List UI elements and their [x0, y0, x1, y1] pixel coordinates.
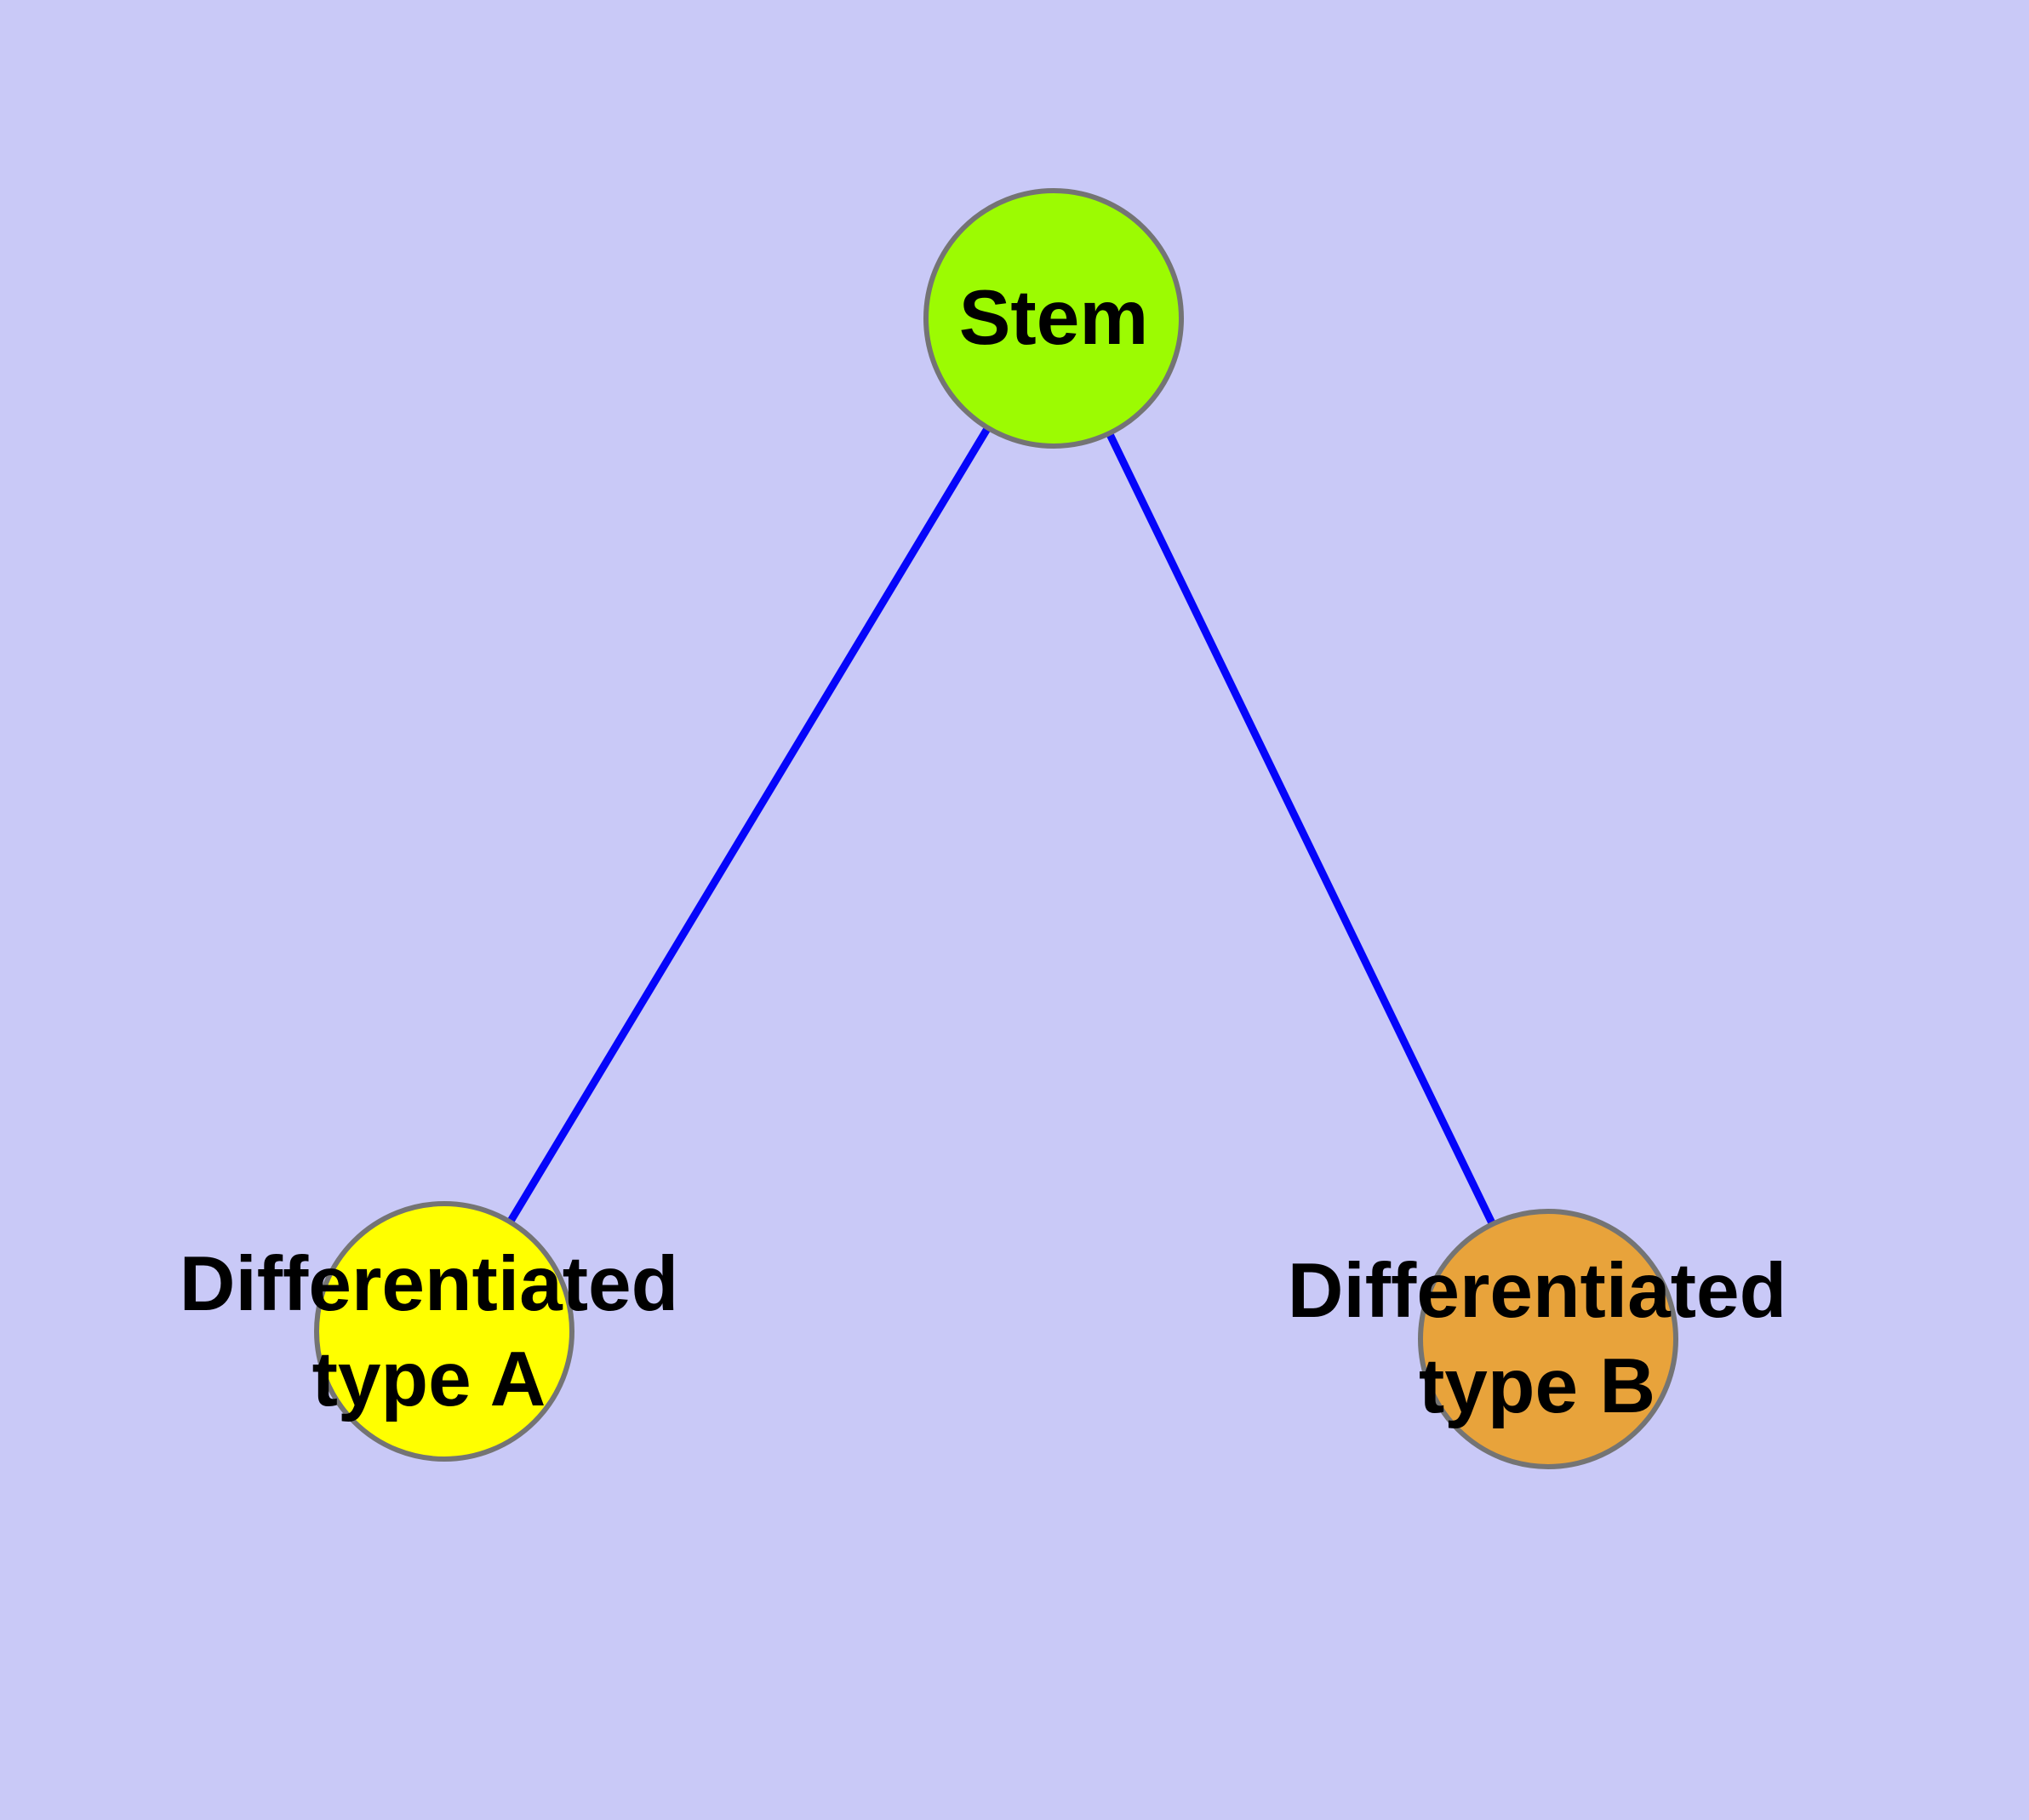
node-stem-label: Stem	[959, 271, 1149, 366]
node-type-b-label: Differentiated type B	[1288, 1244, 1787, 1434]
node-type-a-label-line1: Differentiated	[179, 1241, 679, 1327]
node-type-a-circle	[314, 1201, 574, 1462]
node-type-a-label: Differentiated type A	[180, 1237, 679, 1428]
edge-stem-to-type-a	[441, 316, 1057, 1334]
node-stem-circle	[923, 188, 1184, 449]
node-type-b-circle	[1418, 1209, 1678, 1469]
node-stem-label-text: Stem	[958, 275, 1149, 361]
node-type-a-label-line2: type A	[311, 1336, 546, 1422]
node-type-b-label-line2: type B	[1418, 1343, 1656, 1429]
edge-stem-to-type-b	[1049, 317, 1552, 1341]
node-type-b-label-line1: Differentiated	[1287, 1248, 1787, 1334]
